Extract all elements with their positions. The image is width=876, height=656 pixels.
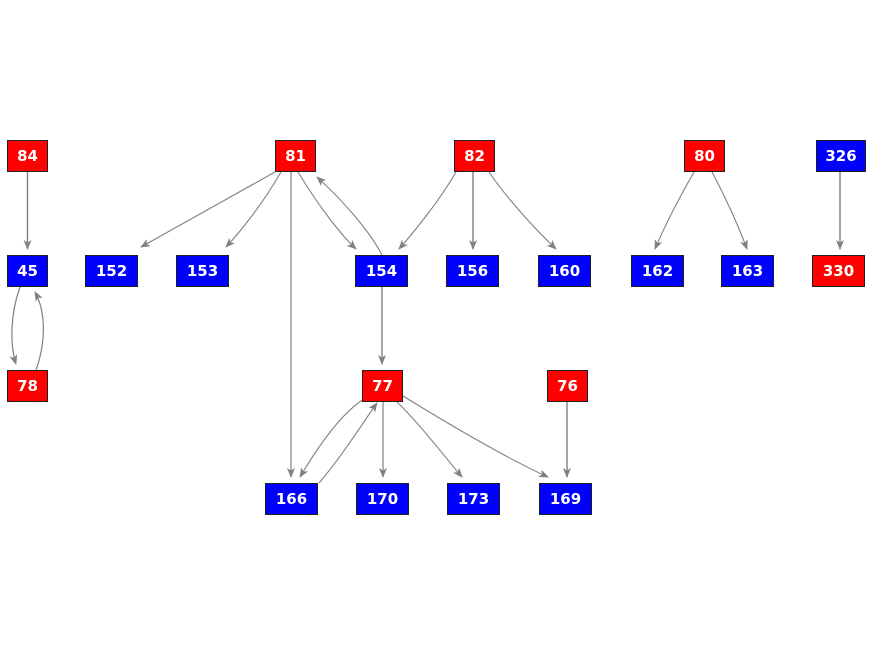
- edge-81-152: [140, 171, 276, 248]
- edge-166-77: [318, 402, 378, 484]
- graph-node-166[interactable]: 166: [265, 483, 318, 515]
- edge-81-154: [297, 171, 357, 250]
- graph-node-152[interactable]: 152: [85, 255, 138, 287]
- graph-node-80[interactable]: 80: [684, 140, 725, 172]
- graph-node-84[interactable]: 84: [7, 140, 48, 172]
- graph-node-326[interactable]: 326: [816, 140, 866, 172]
- edge-77-169: [402, 395, 549, 478]
- edge-78-45: [34, 291, 44, 371]
- graph-node-45[interactable]: 45: [7, 255, 48, 287]
- graph-node-162[interactable]: 162: [631, 255, 684, 287]
- edge-77-166: [299, 398, 365, 478]
- edge-154-81: [316, 176, 383, 256]
- graph-node-160[interactable]: 160: [538, 255, 591, 287]
- graph-node-163[interactable]: 163: [721, 255, 774, 287]
- edge-80-163: [711, 171, 748, 250]
- graph-node-169[interactable]: 169: [539, 483, 592, 515]
- graph-node-153[interactable]: 153: [176, 255, 229, 287]
- graph-node-78[interactable]: 78: [7, 370, 48, 402]
- graph-node-82[interactable]: 82: [454, 140, 495, 172]
- graph-node-76[interactable]: 76: [547, 370, 588, 402]
- graph-node-170[interactable]: 170: [356, 483, 409, 515]
- edge-77-173: [395, 400, 463, 478]
- edge-45-78: [9, 286, 21, 365]
- edge-82-160: [488, 171, 557, 250]
- graph-node-173[interactable]: 173: [447, 483, 500, 515]
- edge-81-153: [225, 171, 282, 248]
- edge-82-154: [398, 171, 457, 250]
- graph-node-81[interactable]: 81: [275, 140, 316, 172]
- graph-node-330[interactable]: 330: [812, 255, 865, 287]
- edge-80-162: [654, 171, 695, 250]
- graph-node-156[interactable]: 156: [446, 255, 499, 287]
- graph-node-154[interactable]: 154: [355, 255, 408, 287]
- graph-node-77[interactable]: 77: [362, 370, 403, 402]
